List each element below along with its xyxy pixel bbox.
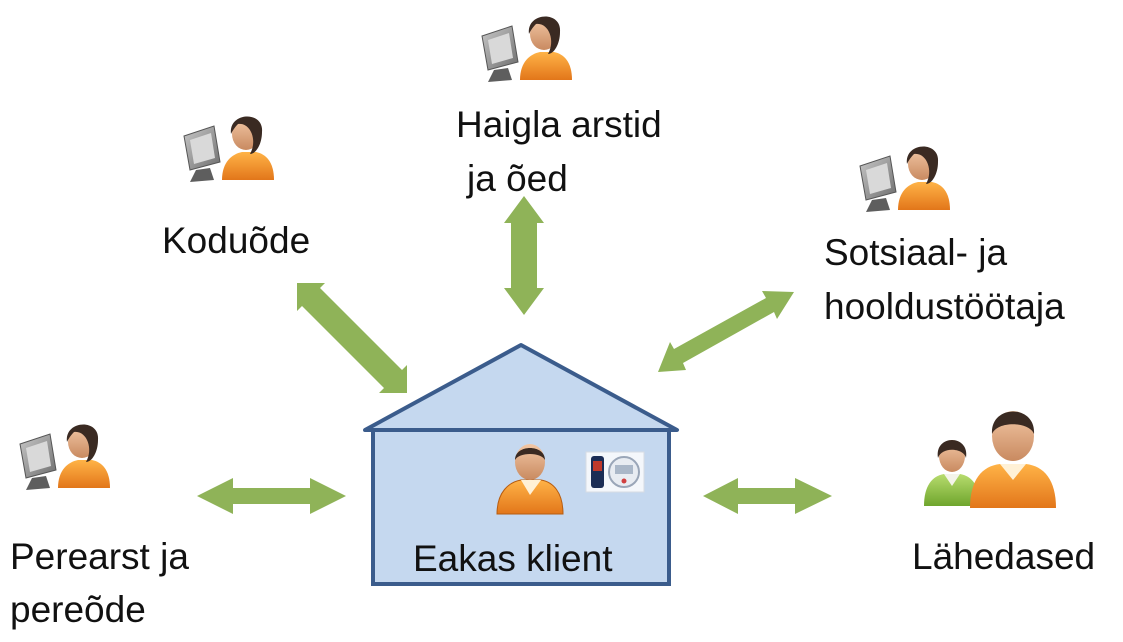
node-lahedased-label: Lähedased (912, 536, 1096, 577)
center-label: Eakas klient (413, 538, 613, 579)
arrows-group (197, 196, 832, 514)
computer-user-icon (19, 424, 110, 490)
node-sotsiaal-label-line1: Sotsiaal- ja (824, 232, 1008, 273)
computer-user-icon (183, 116, 274, 182)
arrow-lahedased (703, 478, 832, 514)
family-icon (924, 411, 1056, 508)
house-roof (363, 343, 679, 432)
arrow-koduode (297, 283, 407, 393)
node-haigla-label-line1: Haigla arstid (456, 104, 662, 145)
node-perearst-label-line1: Perearst ja (10, 536, 189, 577)
arrow-perearst (197, 478, 346, 514)
blood-pressure-monitor-icon (585, 451, 645, 493)
node-sotsiaal-label-line2: hooldustöötaja (824, 286, 1065, 327)
arrow-haigla (504, 196, 544, 315)
arrow-sotsiaal (658, 291, 794, 372)
computer-user-icon (859, 146, 950, 212)
node-perearst-label-line2: pereõde (10, 589, 146, 630)
node-haigla-label-line2: ja õed (467, 158, 568, 199)
computer-user-icon (481, 16, 572, 82)
node-koduode-label: Koduõde (162, 220, 311, 261)
person-icon (496, 444, 564, 515)
